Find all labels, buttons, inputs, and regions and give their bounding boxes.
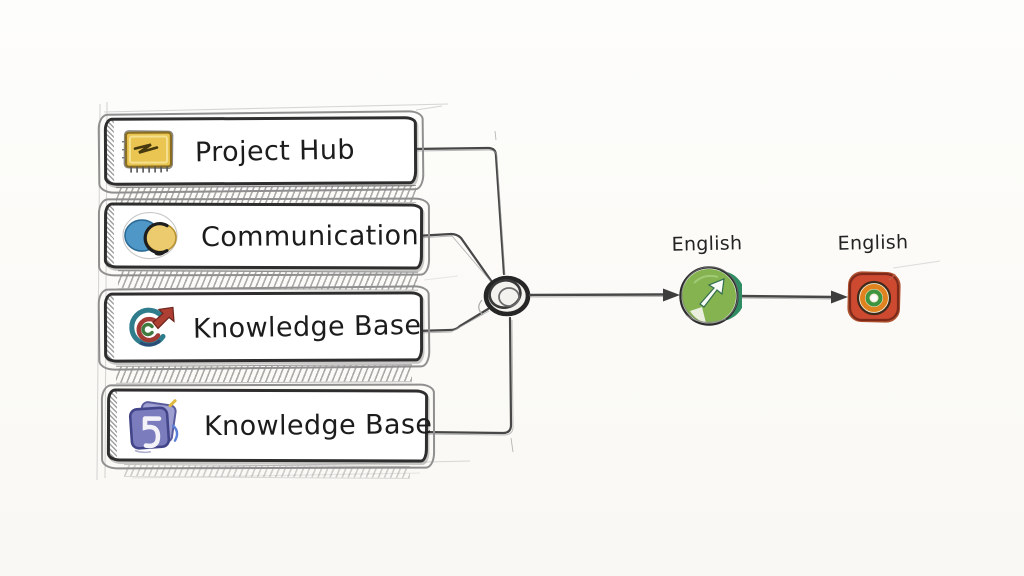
chat-bubbles-icon <box>120 208 184 262</box>
hub-node <box>478 275 531 317</box>
source-box-knowledge-base-1: Knowledge Base <box>103 291 424 363</box>
source-label: Knowledge Base <box>192 309 422 345</box>
chip-board-icon <box>120 126 178 176</box>
globe-arrow-icon <box>676 263 745 333</box>
target-rings-icon <box>845 268 903 330</box>
spiral-arrow-icon <box>120 301 176 353</box>
output2-label: English <box>837 231 909 255</box>
source-label: Project Hub <box>194 134 356 168</box>
source-box-project-hub: Project Hub <box>103 116 418 186</box>
arrow-hub-to-output1 <box>528 288 680 302</box>
source-label: Knowledge Base <box>203 409 433 443</box>
output1-label: English <box>671 232 743 256</box>
source-box-communication: Communication <box>103 202 424 270</box>
source-box-knowledge-base-2: Knowledge Base <box>106 388 432 463</box>
arrow-output1-to-output2 <box>736 290 848 304</box>
layered-pages-icon <box>123 395 187 455</box>
source-label: Communication <box>200 219 420 253</box>
